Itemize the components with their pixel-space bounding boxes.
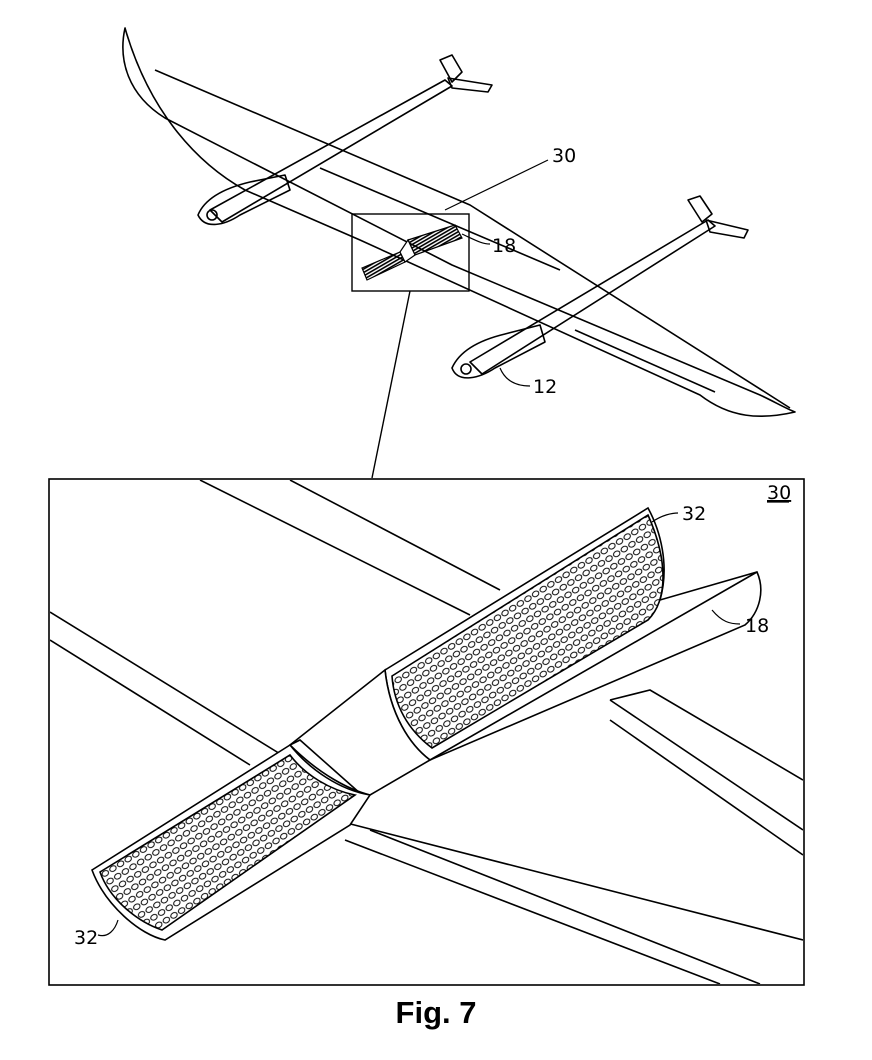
left-boom [209,79,453,223]
detail-wing-edge-right-2 [609,719,803,856]
wing-flap-line [319,167,561,271]
detail-flap-right [609,689,803,781]
ref-numeral-30-overview: 30 [552,145,576,167]
right-boom [469,219,716,375]
left-tail-fin [439,54,463,83]
detail-wing-lower-3 [344,839,721,984]
leader-12-overview [499,367,531,387]
detail-wing-edge-left [50,611,291,761]
detail-wing-lower-2 [369,829,761,984]
right-tail-plane [705,219,749,239]
right-tail-fin [687,195,713,223]
right-boom-nose [460,363,472,375]
detail-inset-box [351,213,470,292]
main-wing [122,27,796,418]
upper-tube-perforated-interior [391,513,664,749]
detail-wing-edge-upper-2 [289,480,501,591]
tube-transition [288,668,432,796]
left-boom-pod [197,174,291,226]
left-boom-nose [206,209,218,221]
right-boom-pod [451,324,546,379]
aircraft-overview [122,27,796,418]
detail-wing-edge-right [609,699,803,831]
left-tail-plane [447,77,493,93]
leader-32-bottom [97,919,119,937]
detail-wing-lower [334,819,803,941]
inset-tube [361,224,463,281]
leader-30-overview [444,159,549,211]
leader-18-overview [461,233,491,245]
wing-flap-line-2 [574,329,716,393]
leader-18-detail [711,609,741,625]
lower-tube-perforated-interior [99,753,357,931]
wing-trailing-edge [154,69,791,409]
ref-numeral-18-detail: 18 [745,615,769,637]
upper-tube-section [384,506,762,761]
ref-numeral-30-detail: 30 [767,482,791,504]
lower-tube-section [91,743,372,941]
detail-view: 30 32 18 32 [50,480,803,984]
ref-numeral-12-overview: 12 [533,376,557,398]
detail-leader-line [371,290,411,479]
ref-numeral-32-top: 32 [682,503,706,525]
detail-wing-edge-upper [199,480,471,616]
ref-numeral-32-bottom: 32 [74,927,98,949]
detail-wing-edge-left-2 [50,639,251,766]
figure-caption: Fig. 7 [395,995,477,1030]
upper-tube-rim [429,571,758,761]
ref-numeral-18-overview: 18 [492,235,516,257]
leader-32-top [651,512,679,523]
